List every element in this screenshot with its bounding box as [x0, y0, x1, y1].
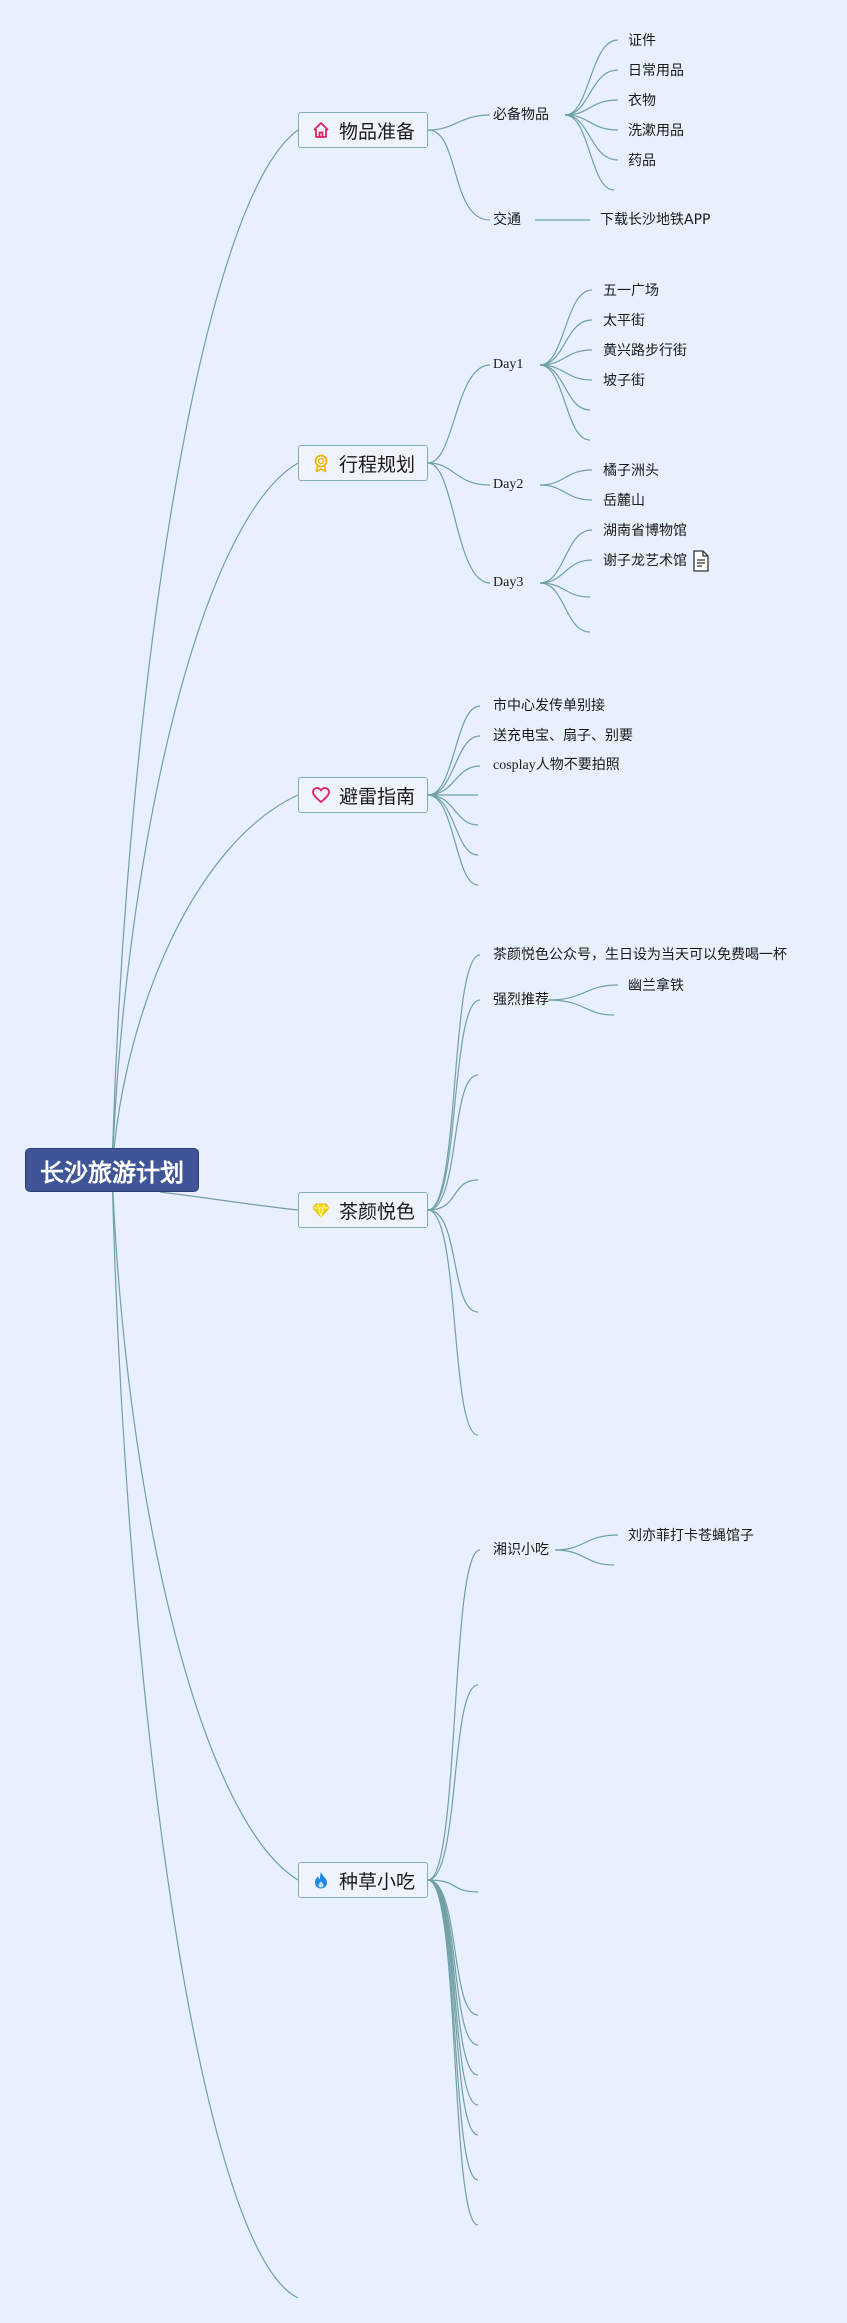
node-xiangshi-snacks[interactable]: 湘识小吃 — [493, 1542, 549, 1558]
node-medicine[interactable]: 药品 — [628, 153, 656, 169]
node-recommend[interactable]: 强烈推荐 — [493, 992, 549, 1008]
node-metro-app[interactable]: 下载长沙地铁APP — [600, 212, 711, 228]
node-huangxing-road[interactable]: 黄兴路步行街 — [603, 343, 687, 359]
branch-label: 种草小吃 — [338, 1871, 415, 1893]
node-birthday-tip[interactable]: 茶颜悦色公众号，生日设为当天可以免费喝一杯 — [493, 947, 787, 963]
document-note-icon[interactable] — [692, 550, 710, 572]
connector-lines — [111, 39, 619, 2299]
node-wuyi-square[interactable]: 五一广场 — [603, 283, 659, 299]
node-pozi-street[interactable]: 坡子街 — [603, 373, 645, 389]
node-xiezilong-gallery[interactable]: 谢子龙艺术馆 — [603, 553, 687, 569]
node-day3[interactable]: Day3 — [493, 575, 524, 590]
node-essentials[interactable]: 必备物品 — [493, 107, 549, 123]
branch-label: 物品准备 — [338, 121, 415, 143]
node-clothes[interactable]: 衣物 — [628, 93, 656, 109]
branch-itinerary[interactable]: 行程规划 — [298, 445, 428, 481]
branch-avoid-guide[interactable]: 避雷指南 — [298, 777, 428, 813]
heart-icon — [312, 787, 330, 803]
branch-label: 避雷指南 — [338, 786, 415, 808]
node-hunan-museum[interactable]: 湖南省博物馆 — [603, 523, 687, 539]
home-icon — [313, 122, 329, 138]
branch-label: 茶颜悦色 — [338, 1201, 415, 1223]
node-no-cosplay-photos[interactable]: cosplay人物不要拍照 — [493, 758, 620, 773]
gem-icon — [312, 1203, 330, 1218]
branch-snacks[interactable]: 种草小吃 — [298, 1862, 428, 1898]
node-documents[interactable]: 证件 — [628, 33, 656, 49]
node-yuelu-mountain[interactable]: 岳麓山 — [603, 493, 645, 509]
branch-chayan-yuese[interactable]: 茶颜悦色 — [298, 1192, 428, 1228]
node-day1[interactable]: Day1 — [493, 357, 524, 372]
root-node[interactable]: 长沙旅游计划 — [25, 1148, 199, 1192]
node-liuyifei-restaurant[interactable]: 刘亦菲打卡苍蝇馆子 — [628, 1528, 754, 1544]
node-no-freebies[interactable]: 送充电宝、扇子、别要 — [493, 728, 633, 744]
node-youlan-latte[interactable]: 幽兰拿铁 — [628, 978, 684, 994]
flame-icon — [314, 1872, 327, 1889]
node-transport[interactable]: 交通 — [493, 212, 521, 228]
award-icon — [314, 454, 328, 473]
node-taiping-street[interactable]: 太平街 — [603, 313, 645, 329]
branch-items-prep[interactable]: 物品准备 — [298, 112, 428, 148]
node-toiletries[interactable]: 洗漱用品 — [628, 123, 684, 139]
node-no-flyers[interactable]: 市中心发传单别接 — [493, 698, 605, 714]
node-daily-items[interactable]: 日常用品 — [628, 63, 684, 79]
branch-label: 行程规划 — [338, 454, 415, 476]
node-day2[interactable]: Day2 — [493, 477, 524, 492]
node-orange-isle[interactable]: 橘子洲头 — [603, 463, 659, 479]
